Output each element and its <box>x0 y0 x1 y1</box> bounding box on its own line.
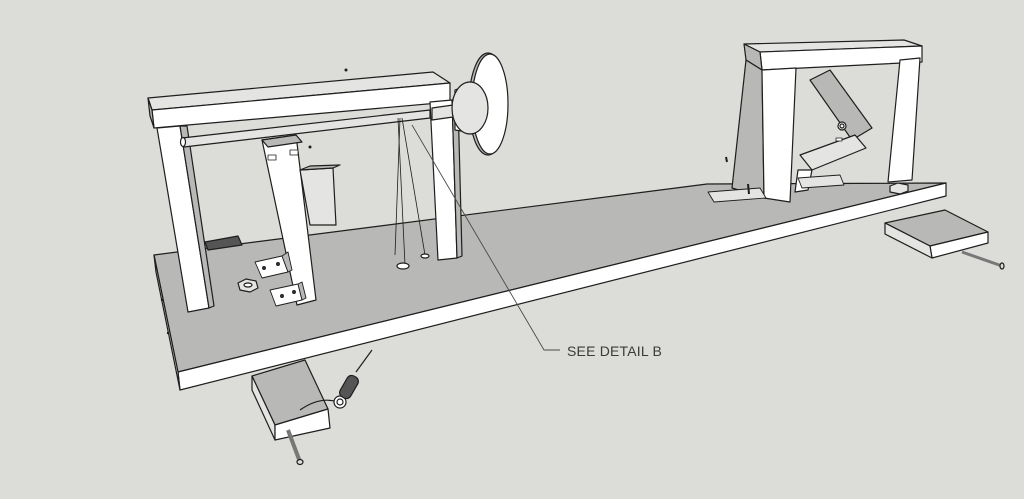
tailstock-nut <box>889 182 909 195</box>
angle-brackets <box>254 251 307 307</box>
base-holes <box>396 253 430 270</box>
string-lines <box>394 117 426 266</box>
tailstock-slots <box>707 156 845 203</box>
see-detail-b-label: SEE DETAIL B <box>567 343 662 359</box>
motor-stub <box>204 235 243 251</box>
callout-leader <box>411 124 560 351</box>
hex-nut <box>237 278 259 293</box>
reference-dots <box>160 68 348 335</box>
front-block <box>251 359 331 466</box>
pulley-assembly <box>431 52 509 156</box>
spindle-rod <box>179 109 431 148</box>
base-board <box>153 182 947 391</box>
right-extension-bar <box>884 209 1005 270</box>
headstock-frame <box>147 71 463 313</box>
tailstock-frame <box>731 39 923 203</box>
tool-rest <box>261 134 341 306</box>
turnbuckle-chain <box>299 349 373 411</box>
